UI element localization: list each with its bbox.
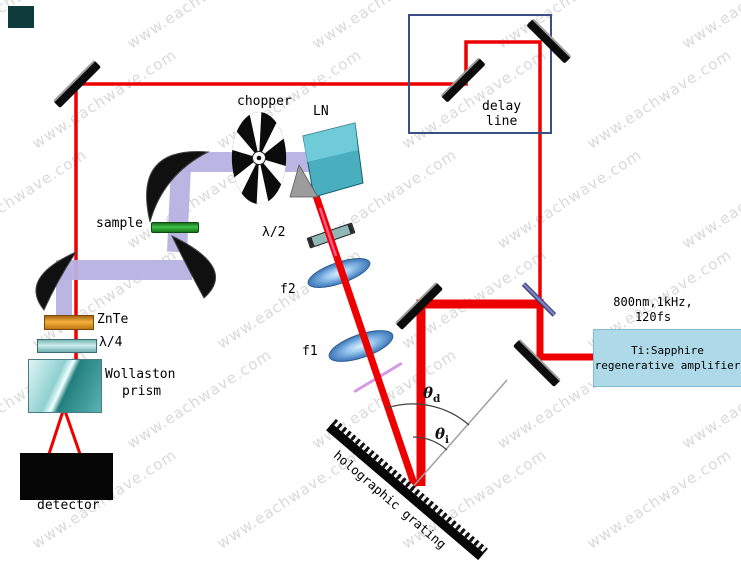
corner-mark <box>8 6 34 28</box>
diffracted-angle-arc <box>386 403 470 426</box>
theta-d-sub: d <box>433 393 441 405</box>
wollaston-split-beam-2 <box>62 407 82 455</box>
holographic-grating <box>326 418 488 561</box>
thz-beam-through-sample <box>167 165 191 253</box>
half-waveplate <box>306 222 356 249</box>
quarter-waveplate <box>37 339 97 353</box>
amplifier-label-line1: Ti:Sapphire <box>631 344 704 357</box>
grating-label: holographic grating <box>330 447 450 552</box>
lens-f1 <box>324 323 398 369</box>
znte-crystal <box>44 315 94 330</box>
chopper-axle <box>256 155 262 161</box>
quarter-waveplate-label: λ/4 <box>99 335 123 350</box>
watermark-text: www.eachwave.com <box>583 45 736 153</box>
watermark-text: www.eachwave.com <box>28 45 181 153</box>
ln-crystal-highlight <box>303 123 358 162</box>
chopper-slot <box>259 122 284 158</box>
delay-line-box <box>408 14 552 134</box>
beamsplitter <box>521 282 557 317</box>
watermark-text: www.eachwave.com <box>583 445 736 553</box>
chopper-label: chopper <box>237 94 292 109</box>
ln-label: LN <box>313 104 329 119</box>
chopper-slot <box>259 158 286 185</box>
mirror-amplifier-turn <box>512 338 562 388</box>
detector-label: detector <box>37 498 100 513</box>
f1-label: f1 <box>302 344 318 359</box>
parabolic-mirror-3 <box>35 250 78 311</box>
wollaston-label-2: prism <box>122 384 162 399</box>
thin-polarizer <box>353 361 403 394</box>
amplifier-specs-line2: 120fs <box>634 310 672 324</box>
parabolic-mirror-1 <box>146 151 210 223</box>
theta-i-sub: i <box>445 434 450 446</box>
mirror-pump-turn <box>394 281 444 331</box>
wollaston-split-beam-1 <box>47 407 66 455</box>
theta-d-symbol: θ <box>423 384 434 402</box>
delay-line-label-1: delay <box>482 99 522 114</box>
lens-f2 <box>304 251 374 295</box>
amplifier-specs-line1: 800nm,1kHz, <box>613 295 693 309</box>
chopper-disc <box>231 112 287 204</box>
chopper-wheel <box>231 112 287 204</box>
grating-substrate <box>326 423 485 561</box>
watermark-text: www.eachwave.com <box>678 145 741 253</box>
watermark-text: www.eachwave.com <box>123 145 276 253</box>
watermark-text: www.eachwave.com <box>123 345 276 453</box>
watermark-text: www.eachwave.com <box>493 145 646 253</box>
theta-i-label: θi <box>435 425 449 446</box>
mirror-top-left <box>52 59 102 109</box>
sample-holder <box>151 222 199 233</box>
amplifier-label-line2: regenerative amplifier <box>594 359 741 372</box>
detector-box <box>20 453 113 500</box>
half-waveplate-label: λ/2 <box>262 225 286 240</box>
chopper-slot <box>256 158 269 204</box>
grating-grooves <box>331 418 488 554</box>
f2-label: f2 <box>280 282 296 297</box>
ln-crystal-body <box>302 122 364 198</box>
znte-label: ZnTe <box>97 312 129 327</box>
watermark-text: www.eachwave.com <box>0 145 91 253</box>
parabolic-mirror-2 <box>170 234 217 299</box>
watermark-text: www.eachwave.com <box>124 0 275 53</box>
wollaston-prism <box>28 359 102 413</box>
ln-crystal <box>289 122 364 198</box>
ln-crystal-wedge <box>289 163 319 198</box>
amplifier-box: Ti:Sapphire regenerative amplifier <box>593 329 741 387</box>
chopper-hub <box>252 151 266 165</box>
chopper-slot <box>232 131 259 158</box>
amplifier-specs: 800nm,1kHz, 120fs <box>588 295 718 325</box>
sample-label: sample <box>96 216 143 231</box>
watermark-text: www.eachwave.com <box>679 0 741 53</box>
delay-line-label-2: line <box>486 114 518 129</box>
theta-i-symbol: θ <box>435 425 446 443</box>
chopper-slot <box>249 112 262 158</box>
wollaston-label-1: Wollaston <box>105 367 176 382</box>
theta-d-label: θd <box>423 384 440 405</box>
chopper-slot <box>234 158 259 194</box>
